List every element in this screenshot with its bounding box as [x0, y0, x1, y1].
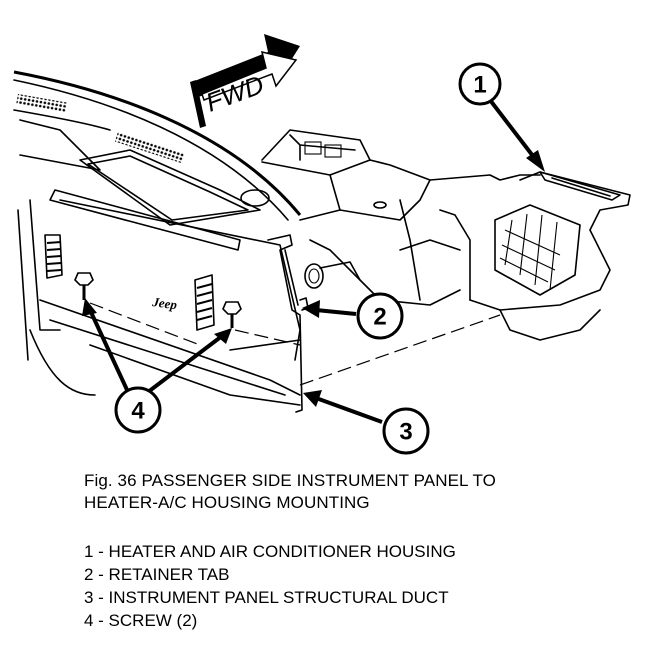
callout-1: 1 — [458, 62, 545, 172]
parts-legend: 1 - HEATER AND AIR CONDITIONER HOUSING 2… — [84, 540, 456, 632]
legend-item: 1 - HEATER AND AIR CONDITIONER HOUSING — [84, 542, 456, 561]
alignment-line — [299, 314, 501, 386]
legend-item: 2 - RETAINER TAB — [84, 565, 230, 584]
legend-item: 3 - INSTRUMENT PANEL STRUCTURAL DUCT — [84, 588, 449, 607]
callout-number: 4 — [131, 398, 145, 425]
callout-2: 2 — [302, 292, 404, 340]
screw-left — [74, 272, 94, 300]
callout-number: 1 — [473, 72, 486, 99]
heater-ac-housing — [261, 129, 631, 341]
structural-duct — [229, 234, 309, 413]
screw-right — [222, 301, 242, 328]
alignment-line — [234, 329, 301, 346]
callout-number: 3 — [399, 419, 412, 446]
defrost-vent — [114, 131, 185, 164]
figure-caption: Fig. 36 PASSENGER SIDE INSTRUMENT PANEL … — [84, 470, 496, 514]
callout-3: 3 — [303, 390, 430, 455]
callout-4: 4 — [82, 298, 232, 434]
instrument-panel: Jeep — [13, 70, 302, 406]
jeep-logo: Jeep — [151, 294, 179, 312]
exploded-diagram: FWD Jeep — [13, 34, 631, 455]
callout-number: 2 — [373, 304, 386, 331]
legend-item: 4 - SCREW (2) — [84, 611, 198, 630]
caption-line: HEATER-A/C HOUSING MOUNTING — [84, 493, 370, 512]
forward-direction-arrow: FWD — [190, 34, 300, 128]
diagram-svg: FWD Jeep — [13, 34, 631, 455]
caption-line: Fig. 36 PASSENGER SIDE INSTRUMENT PANEL … — [84, 471, 496, 490]
defrost-vent — [16, 94, 68, 113]
